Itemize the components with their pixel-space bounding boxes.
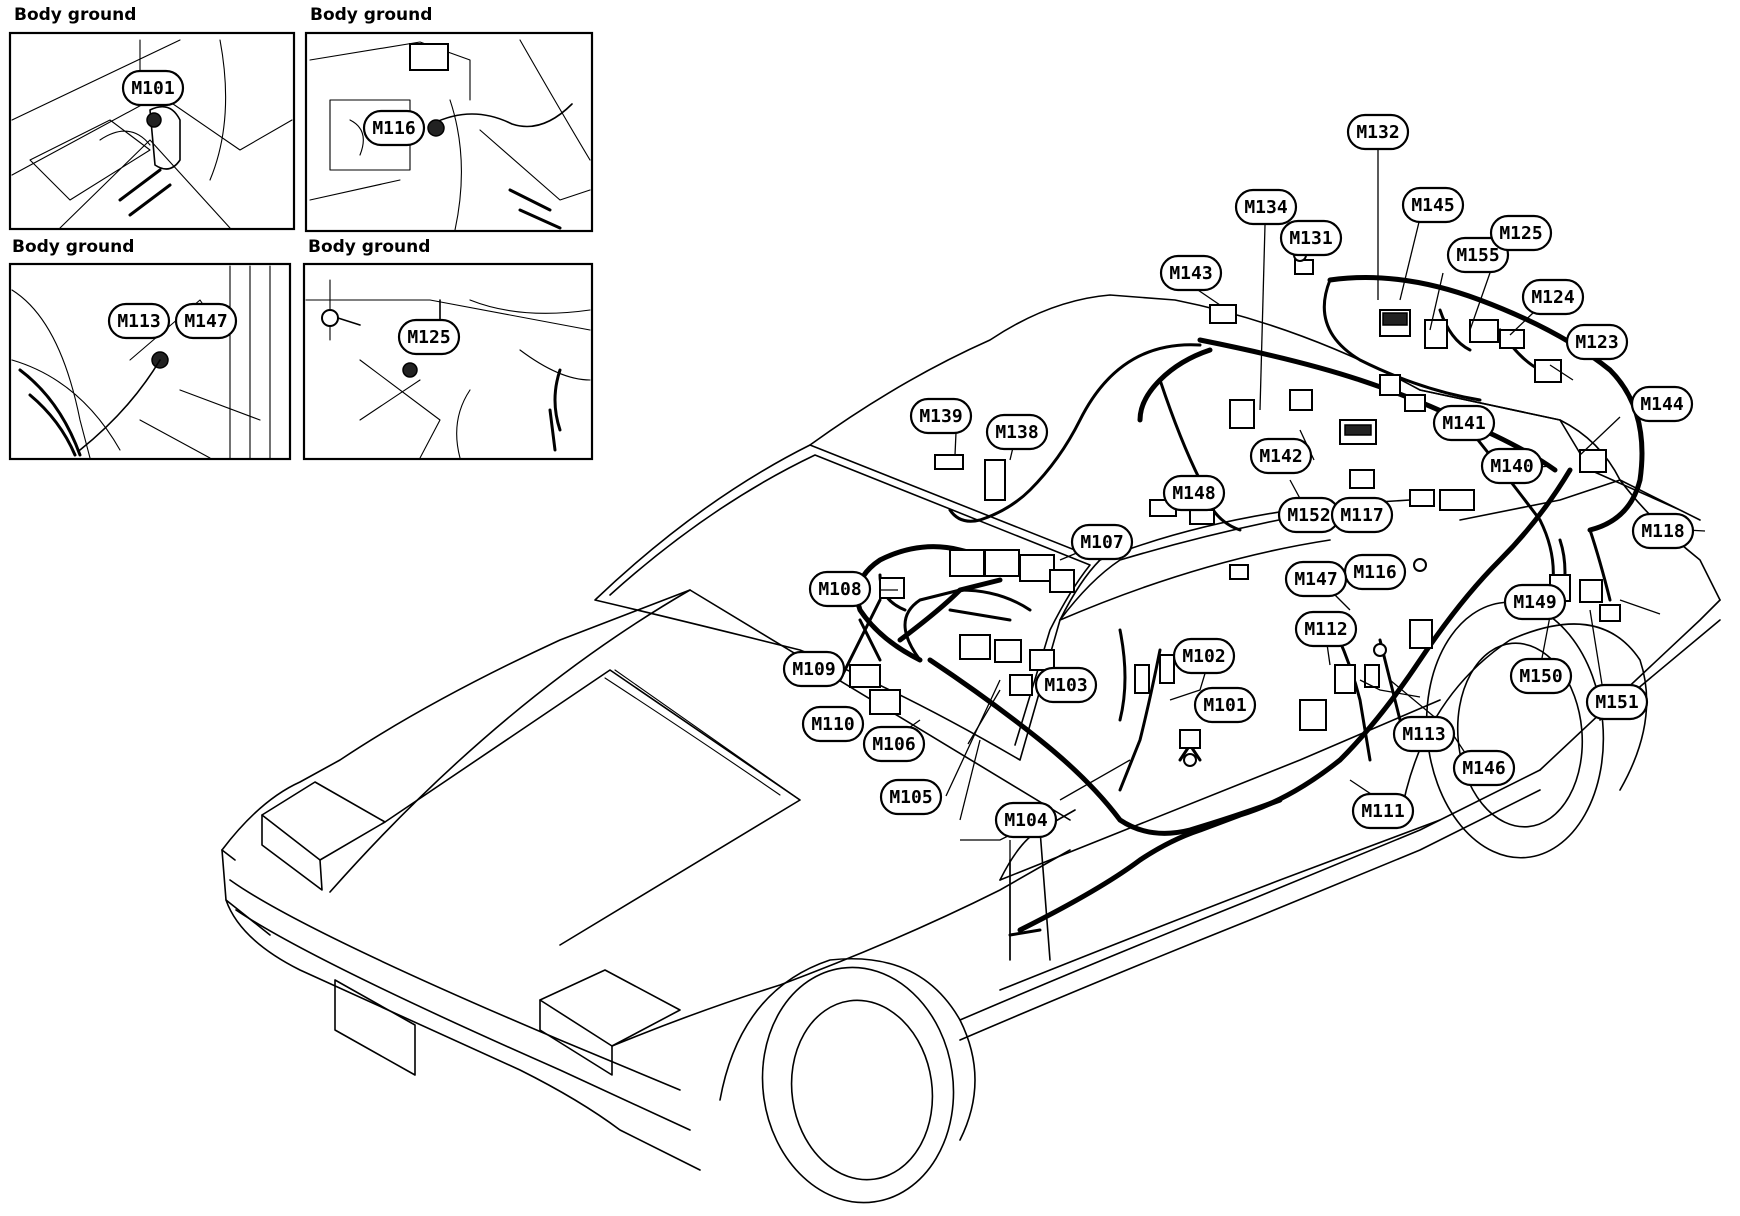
connector-tag-m147: M147 <box>1284 560 1348 598</box>
connector-code: M143 <box>1169 263 1212 284</box>
connector-code: M111 <box>1361 801 1404 822</box>
connector-code: M116 <box>1353 562 1396 583</box>
connector-code: M155 <box>1456 245 1499 266</box>
connector-code: M101 <box>1203 695 1246 716</box>
connector-tag-m107: M107 <box>1070 523 1134 561</box>
inset-title: Body ground <box>308 237 430 257</box>
connector-tag-m109: M109 <box>782 650 846 688</box>
connector-tag-m151: M151 <box>1585 683 1649 721</box>
connector-tag-m144: M144 <box>1630 385 1694 423</box>
inset-tag-m125: M125 <box>397 318 461 356</box>
connector-code: M112 <box>1304 619 1347 640</box>
connector-code: M131 <box>1289 228 1332 249</box>
connector-tag-m117: M117 <box>1330 496 1394 534</box>
connector-code: M145 <box>1411 195 1454 216</box>
inset-body-ground-m113-m147: Body ground <box>8 237 292 461</box>
connector-code: M104 <box>1004 810 1048 831</box>
connector-code: M141 <box>1442 413 1485 434</box>
connector-code: M144 <box>1640 394 1684 415</box>
connector-tag-m116: M116 <box>1343 553 1407 591</box>
connector-code: M146 <box>1462 758 1505 779</box>
connector-tag-m103: M103 <box>1034 666 1098 704</box>
connector-code: M132 <box>1356 122 1399 143</box>
connector-tag-m102: M102 <box>1172 637 1236 675</box>
connector-code: M103 <box>1044 675 1087 696</box>
inset-tag-m147: M147 <box>174 302 238 340</box>
connector-tag-m139: M139 <box>909 397 973 435</box>
connector-code: M134 <box>1244 197 1288 218</box>
inset-tag-m113: M113 <box>107 302 171 340</box>
connector-code: M149 <box>1513 592 1556 613</box>
connector-tag-m146: M146 <box>1452 749 1516 787</box>
connector-code: M139 <box>919 406 962 427</box>
connector-tag-m110: M110 <box>801 705 865 743</box>
connector-tag-m112: M112 <box>1294 610 1358 648</box>
connector-tag-m152: M152 <box>1277 496 1341 534</box>
connector-tag-m123: M123 <box>1565 323 1629 361</box>
connector-tag-m118: M118 <box>1631 512 1695 550</box>
connector-code: M113 <box>117 311 160 332</box>
connector-tag-m142: M142 <box>1249 437 1313 475</box>
connector-code: M102 <box>1182 646 1225 667</box>
inset-tag-m116: M116 <box>362 109 426 147</box>
connector-tag-m143: M143 <box>1159 254 1223 292</box>
inset-tag-m101: M101 <box>121 69 185 107</box>
inset-body-ground-m125: Body ground <box>302 237 594 461</box>
connector-tag-m125: M125 <box>1489 214 1553 252</box>
inset-title: Body ground <box>14 5 136 25</box>
connector-code: M101 <box>131 78 174 99</box>
connector-code: M116 <box>372 118 415 139</box>
inset-body-ground-m101: Body ground <box>8 5 296 231</box>
connector-code: M110 <box>811 714 854 735</box>
connector-tag-m149: M149 <box>1503 583 1567 621</box>
connector-code: M106 <box>872 734 915 755</box>
connector-tag-m141: M141 <box>1432 404 1496 442</box>
connector-tag-m105: M105 <box>879 778 943 816</box>
connector-tag-m140: M140 <box>1480 447 1544 485</box>
car-body-outline <box>221 294 1721 1204</box>
connector-tag-m132: M132 <box>1346 113 1410 151</box>
connector-code: M124 <box>1531 287 1575 308</box>
connector-tag-m150: M150 <box>1509 657 1573 695</box>
connector-code: M118 <box>1641 521 1684 542</box>
connector-tag-m111: M111 <box>1351 792 1415 830</box>
inset-title: Body ground <box>12 237 134 257</box>
connector-tag-m108: M108 <box>808 570 872 608</box>
connector-code: M105 <box>889 787 932 808</box>
connector-code: M125 <box>1499 223 1542 244</box>
connector-code: M107 <box>1080 532 1123 553</box>
connector-code: M142 <box>1259 446 1302 467</box>
connector-tag-m148: M148 <box>1162 474 1226 512</box>
connector-tag-m113: M113 <box>1392 715 1456 753</box>
connector-tag-m138: M138 <box>985 413 1049 451</box>
inset-body-ground-m116: Body ground <box>304 5 594 233</box>
connector-code: M151 <box>1595 692 1638 713</box>
connector-tag-m134: M134 <box>1234 188 1298 226</box>
connector-tag-m155: M155 <box>1446 236 1510 274</box>
connector-tag-m131: M131 <box>1279 219 1343 257</box>
connector-code: M152 <box>1287 505 1330 526</box>
connector-tag-m145: M145 <box>1401 186 1465 224</box>
connector-code: M113 <box>1402 724 1445 745</box>
connector-code: M147 <box>184 311 227 332</box>
connector-code: M109 <box>792 659 835 680</box>
connector-tag-m106: M106 <box>862 725 926 763</box>
inset-title: Body ground <box>310 5 432 25</box>
connector-code: M117 <box>1340 505 1383 526</box>
connector-code: M140 <box>1490 456 1533 477</box>
connector-tag-m104: M104 <box>994 801 1058 839</box>
connector-code: M148 <box>1172 483 1215 504</box>
connector-code: M150 <box>1519 666 1562 687</box>
connector-tag-m124: M124 <box>1521 278 1585 316</box>
connector-code: M125 <box>407 327 450 348</box>
connector-code: M138 <box>995 422 1038 443</box>
connector-tag-m101: M101 <box>1193 686 1257 724</box>
connector-code: M123 <box>1575 332 1618 353</box>
connector-code: M108 <box>818 579 861 600</box>
connector-code: M147 <box>1294 569 1337 590</box>
